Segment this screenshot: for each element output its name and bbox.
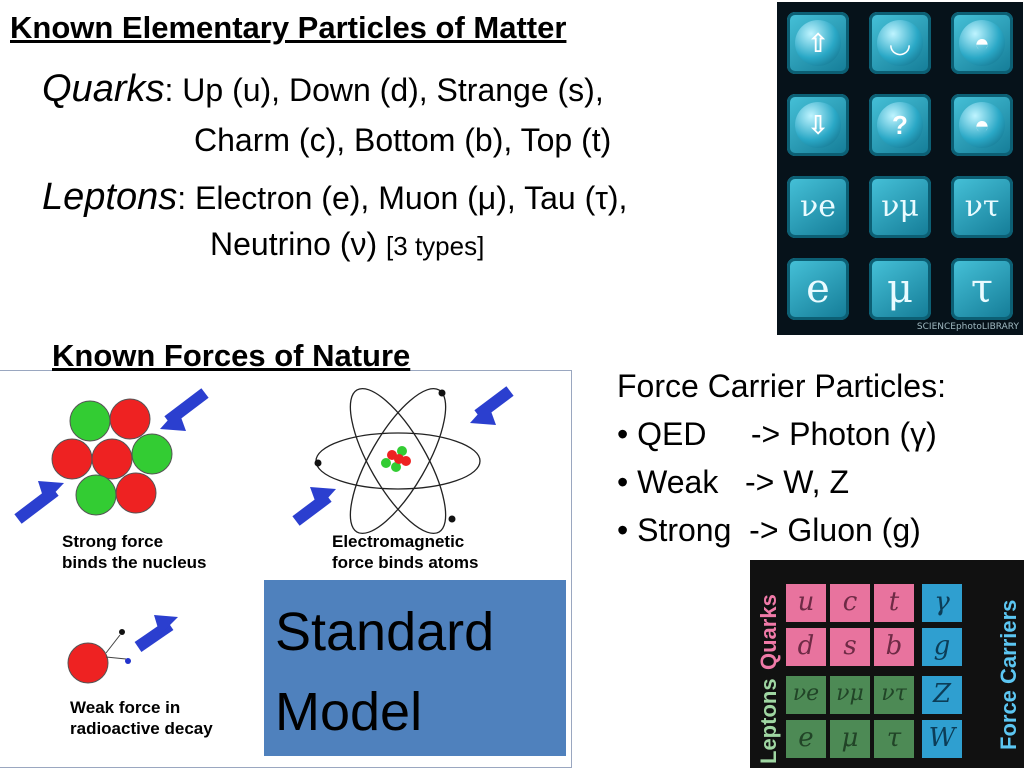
carriers-heading: Force Carrier Particles: <box>617 368 946 404</box>
image-credit: SCIENCEphotoLIBRARY <box>916 322 1019 332</box>
quarks-label: Quarks <box>42 68 165 110</box>
tile-nu-tau: ντ <box>951 176 1013 238</box>
cell-s: s <box>830 628 870 666</box>
weak-caption: Weak force in radioactive decay <box>70 698 213 738</box>
cell-nu-e: νe <box>786 676 826 714</box>
cell-t: t <box>874 584 914 622</box>
atom-nucleus <box>381 446 411 472</box>
neutrino-text: Neutrino (ν) <box>210 226 378 262</box>
standard-model-box: Standard Model <box>264 580 566 756</box>
carrier-item-strong: • Strong -> Gluon (g) <box>617 512 921 548</box>
atom-graphic <box>315 387 481 535</box>
particle-tiles-image: ⇧ ◡ ◓ ⇩ ? ◓ νe νμ ντ e μ τ SCIENCEphotoL… <box>777 2 1023 335</box>
cell-c: c <box>830 584 870 622</box>
leptons-label: Leptons <box>42 176 178 218</box>
cell-mu: μ <box>830 720 870 758</box>
neutrino-note: [3 types] <box>386 231 485 261</box>
cell-d: d <box>786 628 826 666</box>
tile-half-sphere-2: ◓ <box>951 94 1013 156</box>
em-caption: Electromagnetic force binds atoms <box>332 532 479 572</box>
cell-w: W <box>922 720 962 758</box>
tile-question: ? <box>869 94 931 156</box>
tile-spin-up: ⇧ <box>787 12 849 74</box>
tile-nu-mu: νμ <box>869 176 931 238</box>
cell-e: e <box>786 720 826 758</box>
chart-leptons-label: Leptons <box>756 678 781 764</box>
tile-spin-down: ⇩ <box>787 94 849 156</box>
tile-half-sphere: ◓ <box>951 12 1013 74</box>
tile-electron: e <box>787 258 849 320</box>
force-carriers: Force Carrier Particles: • QED -> Photon… <box>617 362 946 554</box>
decaying-nucleus <box>67 642 109 684</box>
carrier-item-qed: • QED -> Photon (γ) <box>617 416 937 452</box>
quarks-list-1: : Up (u), Down (d), Strange (s), <box>164 72 604 108</box>
leptons-list-1: : Electron (e), Muon (μ), Tau (τ), <box>177 180 628 216</box>
nucleus-graphic <box>51 398 173 516</box>
cell-gluon: g <box>922 628 962 666</box>
cell-nu-mu: νμ <box>830 676 870 714</box>
strong-caption: Strong force binds the nucleus <box>62 532 207 572</box>
leptons-line-2: Neutrino (ν) [3 types] <box>210 226 484 263</box>
tile-muon: μ <box>869 258 931 320</box>
cell-z: Z <box>922 676 962 714</box>
standard-model-chart: Quarks Leptons Force Carriers u c t γ d … <box>750 560 1024 768</box>
cell-u: u <box>786 584 826 622</box>
forces-title: Known Forces of Nature <box>52 338 411 373</box>
chart-carriers-label: Force Carriers <box>996 599 1021 750</box>
cell-b: b <box>874 628 914 666</box>
tile-smile: ◡ <box>869 12 931 74</box>
quarks-line-1: Quarks: Up (u), Down (d), Strange (s), <box>42 68 604 111</box>
chart-quarks-label: Quarks <box>756 594 781 670</box>
leptons-line-1: Leptons: Electron (e), Muon (μ), Tau (τ)… <box>42 176 627 219</box>
cell-photon: γ <box>922 584 962 622</box>
cell-tau: τ <box>874 720 914 758</box>
standard-model-text: Standard Model <box>275 602 495 742</box>
tile-tau: τ <box>951 258 1013 320</box>
cell-nu-tau: ντ <box>874 676 914 714</box>
matter-title: Known Elementary Particles of Matter <box>10 10 567 45</box>
tile-nu-e: νe <box>787 176 849 238</box>
carrier-item-weak: • Weak -> W, Z <box>617 464 849 500</box>
forces-diagram <box>14 386 514 684</box>
quarks-list-2: Charm (c), Bottom (b), Top (t) <box>194 122 612 158</box>
